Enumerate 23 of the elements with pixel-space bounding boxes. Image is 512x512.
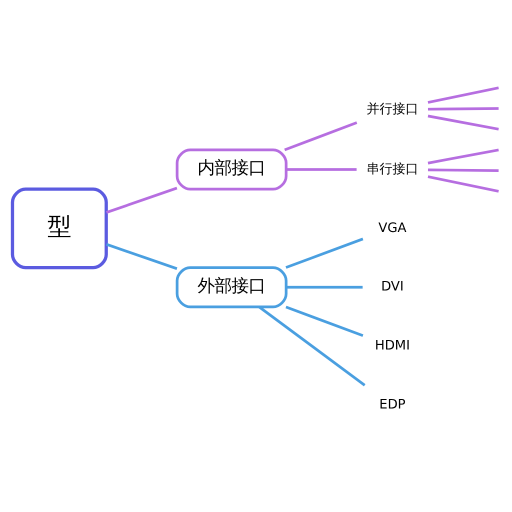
connector xyxy=(284,121,358,152)
connector xyxy=(428,86,499,104)
node-text: 串行接口 xyxy=(366,162,418,177)
connector xyxy=(258,306,366,386)
connector xyxy=(428,148,499,164)
connector xyxy=(286,238,364,269)
node-box: 内部接口 xyxy=(176,148,288,190)
connector xyxy=(106,243,178,270)
node-text: EDP xyxy=(379,397,406,412)
node-text: DVI xyxy=(381,280,404,295)
node-text: HDMI xyxy=(374,338,410,354)
node-text: VGA xyxy=(378,220,406,236)
connector xyxy=(428,175,499,193)
connector xyxy=(286,168,357,171)
node-box: 外部接口 xyxy=(176,266,288,308)
connector xyxy=(286,286,363,289)
connector xyxy=(106,186,178,214)
connector xyxy=(286,306,364,337)
node-box: 型 xyxy=(10,188,108,270)
connector xyxy=(428,114,499,130)
connector xyxy=(428,107,499,111)
node-text: 并行接口 xyxy=(366,102,418,117)
connector xyxy=(428,168,499,172)
